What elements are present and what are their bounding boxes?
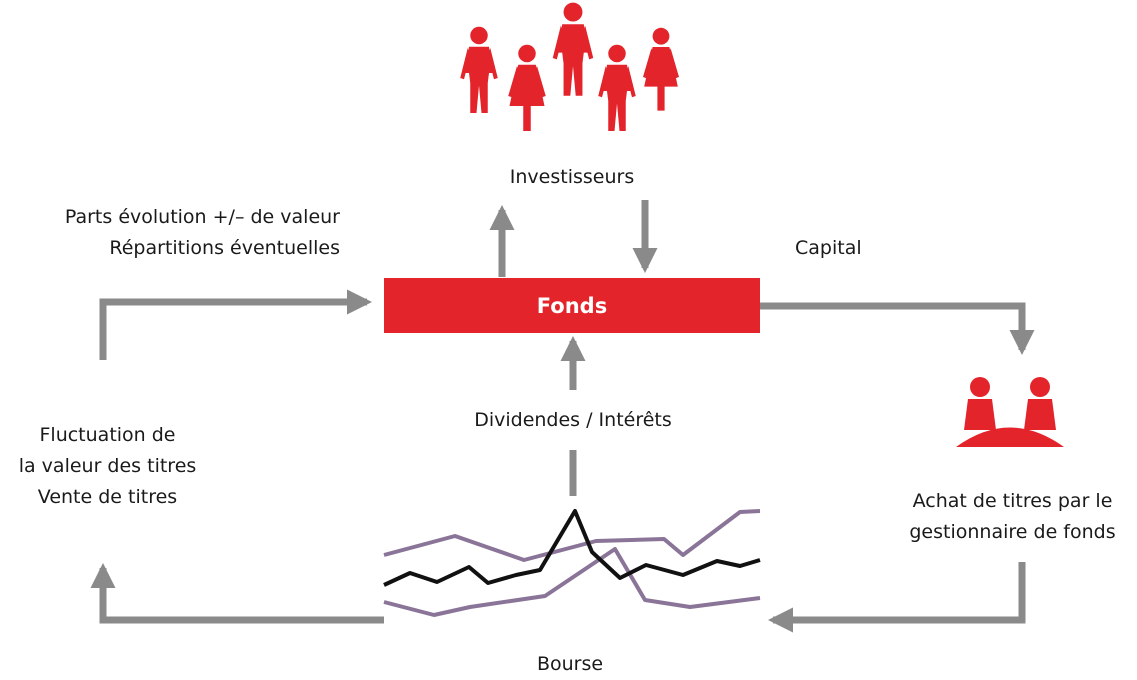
fund-managers-icon bbox=[956, 377, 1064, 447]
purchase-label-line1: Achat de titres par le bbox=[912, 490, 1113, 512]
dividends-label: Dividendes / Intérêts bbox=[474, 409, 672, 431]
capital-label: Capital bbox=[795, 237, 862, 259]
arrows bbox=[90, 200, 1035, 633]
investors-label: Investisseurs bbox=[509, 166, 635, 188]
arrow-market-to-fluctuation bbox=[90, 562, 384, 624]
arrow-fluctuation-to-fund bbox=[99, 289, 373, 360]
market-line-upper bbox=[383, 509, 761, 562]
fluctuation-label-line3: Vente de titres bbox=[37, 486, 178, 508]
arrow-fund-to-managers bbox=[760, 302, 1035, 356]
parts-label-line1: Parts évolution +/– de valeur bbox=[64, 206, 340, 228]
fund-box: Fonds bbox=[384, 278, 760, 333]
market-line-lower bbox=[383, 547, 761, 617]
investors-icon bbox=[460, 2, 679, 131]
market-line-black bbox=[383, 509, 761, 587]
parts-label-line2: Répartitions éventuelles bbox=[109, 237, 340, 259]
stock-market-label: Bourse bbox=[536, 653, 604, 675]
fund-label: Fonds bbox=[536, 293, 608, 318]
arrow-managers-to-market bbox=[767, 562, 1026, 633]
fluctuation-label-line1: Fluctuation de bbox=[39, 424, 176, 446]
purchase-label-line2: gestionnaire de fonds bbox=[909, 521, 1116, 543]
fluctuation-label-line2: la valeur des titres bbox=[18, 455, 197, 477]
stock-market-chart bbox=[383, 509, 761, 617]
